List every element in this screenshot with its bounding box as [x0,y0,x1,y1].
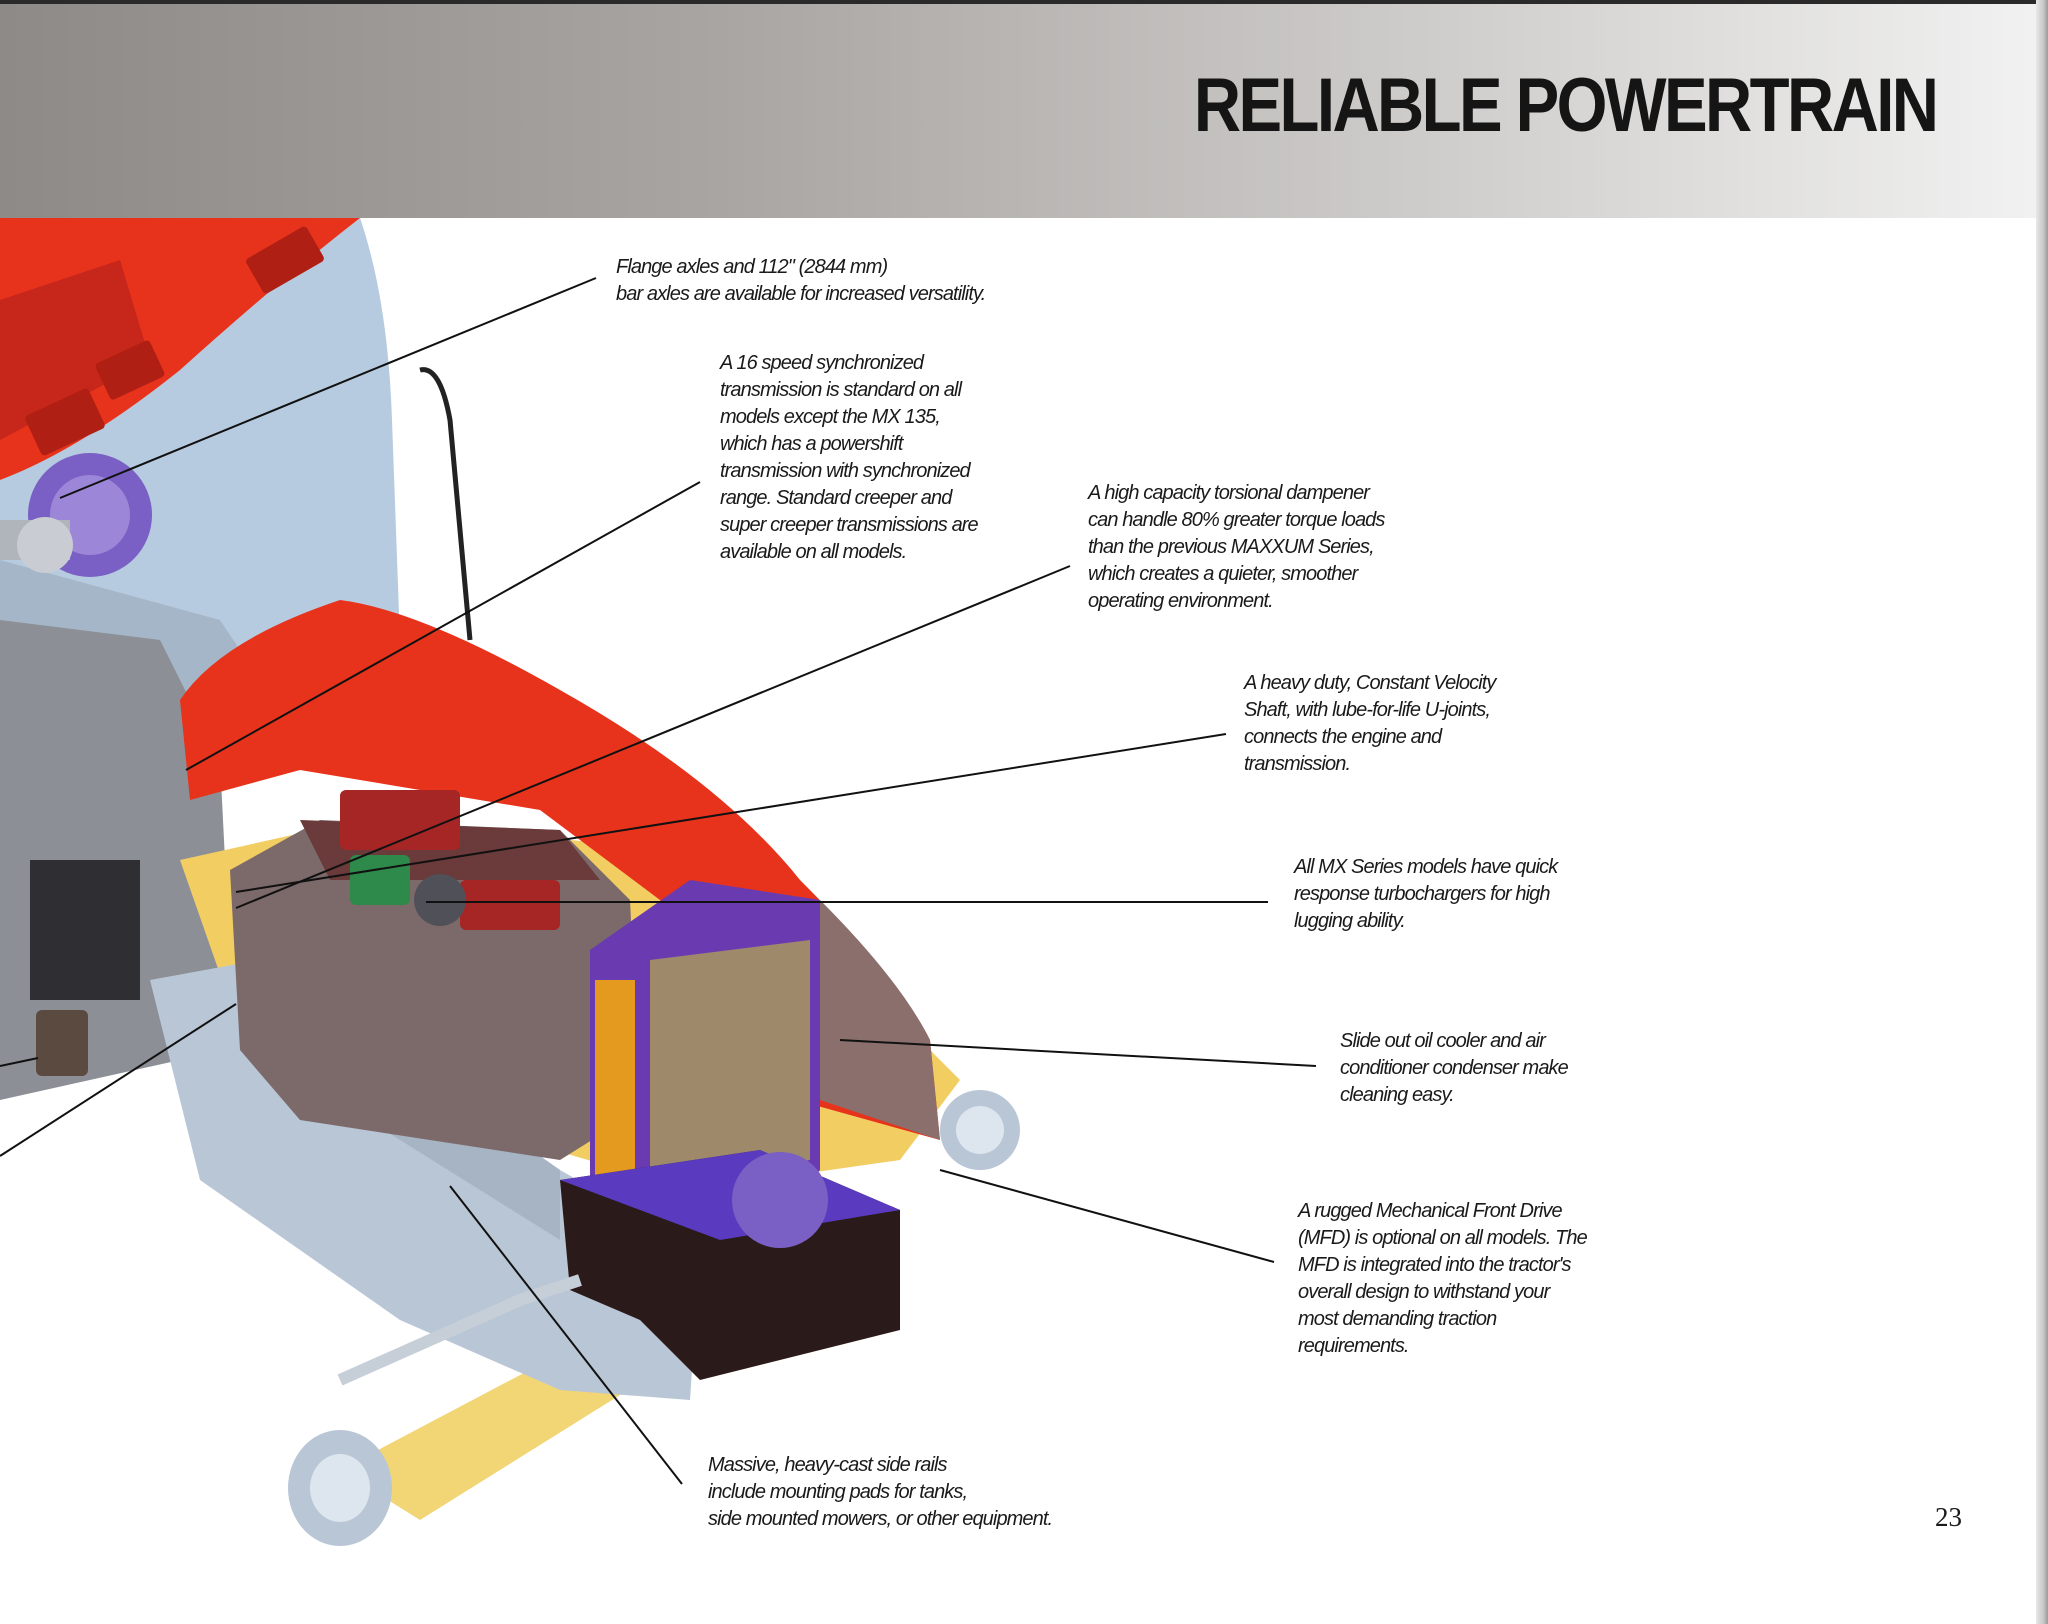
fender-light-1 [25,388,105,456]
fender-light-2 [95,340,165,400]
fender-light-3 [246,226,324,294]
starter-motor [460,880,560,930]
callout-transmission: A 16 speed synchronized transmission is … [720,352,979,563]
grab-handle [419,367,473,641]
callout-torsional-dampener: A high capacity torsional dampener can h… [1088,482,1385,612]
header-band [0,0,2048,218]
callout-side-rails: Massive, heavy-cast side rails include m… [708,1454,1053,1530]
callout-flange-axles: Flange axles and 112" (2844 mm) bar axle… [616,256,986,305]
turbocharger-housing [350,855,410,905]
rear-fender-shadow [0,260,150,440]
page-title: RELIABLE POWERTRAIN [1193,63,1938,148]
leader-front-drive [939,1169,1275,1263]
steering-linkage [337,1274,582,1386]
page-number: 23 [1935,1502,1962,1532]
leader-flange-axles [59,277,597,499]
turbocharger-wheel [414,874,466,926]
oil-filter [36,1010,88,1076]
leader-torsional-dampener [235,565,1071,909]
front-hub-left [288,1430,392,1546]
leader-cv-shaft [235,733,1227,893]
leader-side-rails [449,1185,683,1485]
callout-turbochargers: All MX Series models have quick response… [1294,856,1558,932]
leader-left-1 [0,1057,39,1067]
callout-cv-shaft: A heavy duty, Constant Velocity Shaft, w… [1244,672,1496,775]
front-axle-hub [732,1152,828,1248]
page-edge [2036,0,2048,1624]
callout-front-drive: A rugged Mechanical Front Drive (MFD) is… [1298,1200,1588,1357]
front-hub-right [940,1090,1020,1170]
transmission-detail [30,860,140,1000]
leader-transmission [185,481,701,771]
injector-pump [340,790,460,850]
callout-oil-cooler: Slide out oil cooler and air conditioner… [1340,1030,1569,1106]
leader-oil-cooler [839,1039,1317,1067]
leader-left-2 [0,1003,237,1157]
rear-axle-flange [0,453,152,577]
radiator-core [650,940,810,1180]
leader-lines [0,277,1317,1485]
